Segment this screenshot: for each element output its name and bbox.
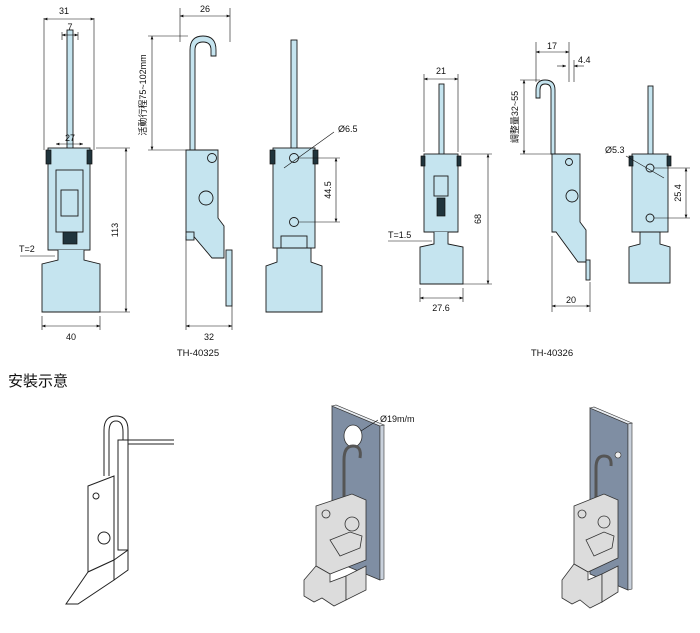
dim-inner-width: 27 — [65, 133, 75, 143]
mounting-hole — [343, 424, 363, 448]
dim-base-width: 40 — [66, 332, 76, 342]
dim-hole-spacing: 44.5 — [323, 181, 333, 199]
dim-hook-reach: 26 — [200, 4, 210, 14]
dim-thickness: T=1.5 — [388, 230, 411, 240]
dim-hook-reach: 17 — [547, 41, 557, 51]
dim-hole-callout: Ø19m/m — [380, 414, 415, 424]
dim-side-depth: 32 — [204, 332, 214, 342]
th40325-front-view: 31 7 27 T=2 113 40 — [19, 6, 130, 342]
dim-hook-offset: 4.4 — [578, 55, 591, 65]
dim-top-width: 21 — [436, 66, 446, 76]
installation-render-2: Ø19m/m — [303, 404, 415, 607]
dim-height: 113 — [110, 223, 120, 237]
installation-render-3 — [561, 406, 633, 609]
dim-hole-spacing: 25.4 — [673, 184, 683, 202]
section-heading: 安裝示意 — [8, 372, 68, 390]
dim-side-depth: 20 — [566, 295, 576, 305]
th40325-rear-view: Ø6.5 44.5 — [265, 39, 358, 313]
dim-stroke-range: 活動行程75~102mm — [137, 54, 148, 135]
dim-hole-diameter: Ø6.5 — [338, 124, 358, 134]
th40326-rear-view: Ø5.3 25.4 — [605, 85, 690, 284]
th40326-side-view: 17 4.4 調整量32~55 20 — [509, 41, 591, 312]
dim-thickness: T=2 — [19, 244, 35, 254]
dim-base-width: 27.6 — [432, 303, 450, 313]
dim-height: 68 — [473, 214, 483, 224]
th40325-side-view: 26 活動行程75~102mm 32 — [137, 4, 233, 342]
dim-top-width: 31 — [59, 6, 69, 16]
dim-stroke-range: 調整量32~55 — [509, 91, 520, 143]
model-label-th40326: TH-40326 — [531, 348, 573, 359]
model-label-th40325: TH-40325 — [177, 348, 219, 359]
th40326-front-view: 21 T=1.5 68 27.6 — [388, 66, 492, 313]
installation-sketch-1 — [65, 415, 174, 605]
dim-hole-diameter: Ø5.3 — [605, 145, 625, 155]
dim-hook-width: 7 — [67, 22, 72, 32]
